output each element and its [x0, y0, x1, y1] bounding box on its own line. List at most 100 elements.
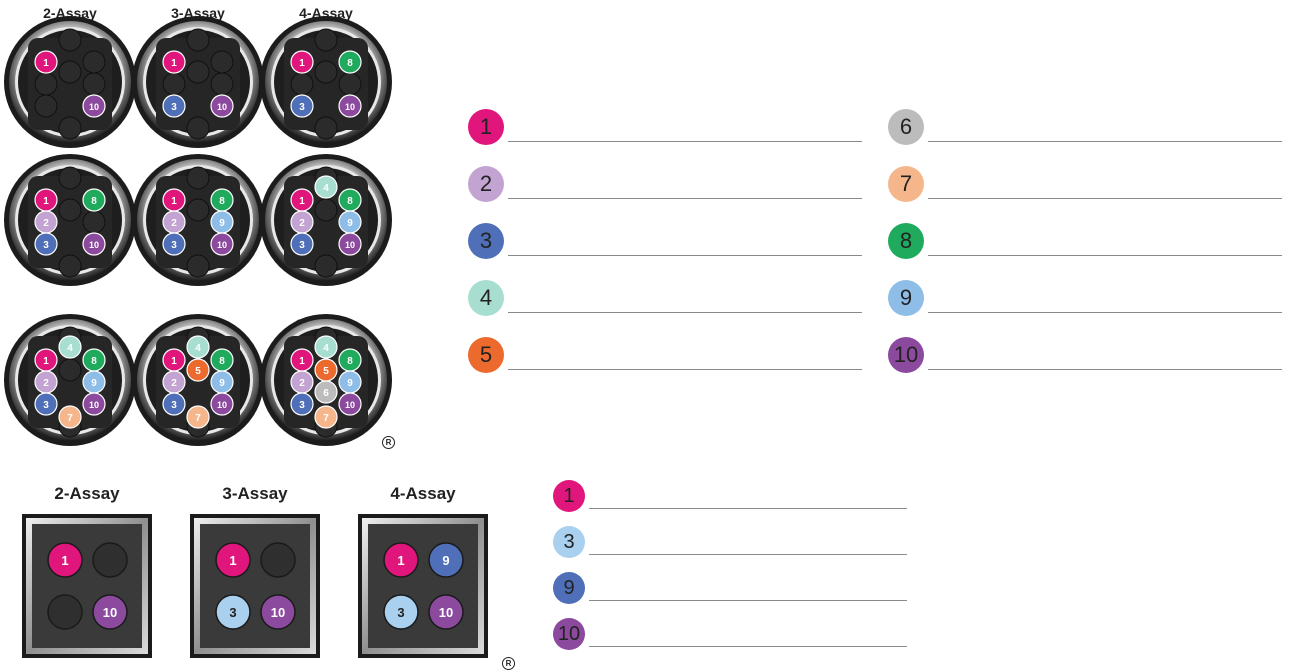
empty-well [187, 29, 209, 51]
well-label: 1 [299, 58, 305, 69]
legend-swatch-3: 3 [468, 223, 504, 259]
legend-write-in-line[interactable] [928, 141, 1282, 142]
empty-well [83, 211, 105, 233]
well-label: 4 [323, 183, 329, 194]
legend-swatch-2: 2 [468, 166, 504, 202]
empty-well [35, 95, 57, 117]
legend-swatch-4: 4 [468, 280, 504, 316]
empty-well [261, 543, 295, 577]
empty-well [339, 73, 361, 95]
square-plate-2: 1 3 10 [190, 514, 320, 658]
legend-write-in-line[interactable] [508, 369, 862, 370]
well-label: 9 [219, 218, 225, 229]
well-label: 9 [219, 378, 225, 389]
well-label: 10 [89, 400, 99, 410]
legend-swatch-10: 10 [553, 618, 585, 650]
well-label: 3 [299, 102, 305, 113]
legend-write-in-line[interactable] [508, 141, 862, 142]
empty-well [59, 255, 81, 277]
legend-write-in-line[interactable] [589, 554, 907, 555]
legend-write-in-line[interactable] [508, 198, 862, 199]
empty-well [211, 51, 233, 73]
well-label: 10 [217, 240, 227, 250]
well-label: 9 [91, 378, 97, 389]
well-label: 1 [43, 356, 49, 367]
legend-row-5: 5 [468, 337, 868, 371]
well-label: 1 [299, 356, 305, 367]
empty-well [187, 255, 209, 277]
empty-well [59, 199, 81, 221]
well-label: 7 [195, 413, 201, 424]
round-plate-2: 1310 [128, 12, 268, 152]
legend-write-in-line[interactable] [928, 369, 1282, 370]
well-label: 1 [171, 196, 177, 207]
well-label: 3 [171, 400, 177, 411]
well-label: 10 [89, 102, 99, 112]
legend-swatch-8: 8 [888, 223, 924, 259]
registered-trademark-mark-2: R [502, 657, 515, 670]
round-plate-1: 1 10 [0, 12, 140, 152]
well-label: 3 [171, 102, 177, 113]
legend-swatch-7: 7 [888, 166, 924, 202]
well-label: 10 [345, 102, 355, 112]
well-label: 6 [323, 388, 329, 399]
legend-write-in-line[interactable] [589, 646, 907, 647]
legend-row-9: 9 [553, 572, 913, 606]
round-plate-3: 1 3 8 10 [256, 12, 396, 152]
legend-row-9: 9 [888, 280, 1288, 314]
well-label: 10 [217, 400, 227, 410]
square-plate-title: 3-Assay [190, 484, 320, 504]
empty-well [59, 29, 81, 51]
well-label: 2 [171, 378, 177, 389]
well-label: 10 [271, 605, 285, 620]
legend-write-in-line[interactable] [589, 600, 907, 601]
well-label: 3 [43, 400, 49, 411]
well-label: 10 [345, 400, 355, 410]
legend-row-3: 3 [553, 526, 913, 560]
square-plate-title: 4-Assay [358, 484, 488, 504]
well-label: 2 [43, 378, 49, 389]
legend-write-in-line[interactable] [928, 198, 1282, 199]
well-label: 10 [439, 605, 453, 620]
legend-swatch-1: 1 [553, 480, 585, 512]
well-label: 1 [43, 196, 49, 207]
well-label: 10 [103, 605, 117, 620]
empty-well [315, 199, 337, 221]
well-label: 3 [299, 400, 305, 411]
empty-well [163, 73, 185, 95]
legend-swatch-5: 5 [468, 337, 504, 373]
square-plate-title: 2-Assay [22, 484, 152, 504]
well-label: 9 [347, 378, 353, 389]
legend-write-in-line[interactable] [589, 508, 907, 509]
well-label: 3 [229, 605, 236, 620]
legend-write-in-line[interactable] [928, 255, 1282, 256]
square-plate-1: 110 [22, 514, 152, 658]
well-label: 3 [299, 240, 305, 251]
legend-write-in-line[interactable] [508, 312, 862, 313]
legend-swatch-9: 9 [888, 280, 924, 316]
empty-well [291, 73, 313, 95]
well-label: 8 [91, 356, 97, 367]
well-label: 8 [219, 196, 225, 207]
well-label: 10 [217, 102, 227, 112]
legend-row-4: 4 [468, 280, 868, 314]
well-label: 1 [229, 553, 236, 568]
empty-well [315, 29, 337, 51]
legend-write-in-line[interactable] [508, 255, 862, 256]
legend-write-in-line[interactable] [928, 312, 1282, 313]
well-label: 1 [43, 58, 49, 69]
legend-row-8: 8 [888, 223, 1288, 257]
legend-row-10: 10 [553, 618, 913, 652]
legend-row-3: 3 [468, 223, 868, 257]
empty-well [93, 543, 127, 577]
well-label: 7 [67, 413, 73, 424]
well-label: 5 [195, 366, 201, 377]
legend-row-6: 6 [888, 109, 1288, 143]
square-plate-3: 19310 [358, 514, 488, 658]
legend-row-2: 2 [468, 166, 868, 200]
well-label: 10 [89, 240, 99, 250]
empty-well [187, 117, 209, 139]
well-label: 8 [347, 58, 353, 69]
well-label: 9 [442, 553, 449, 568]
